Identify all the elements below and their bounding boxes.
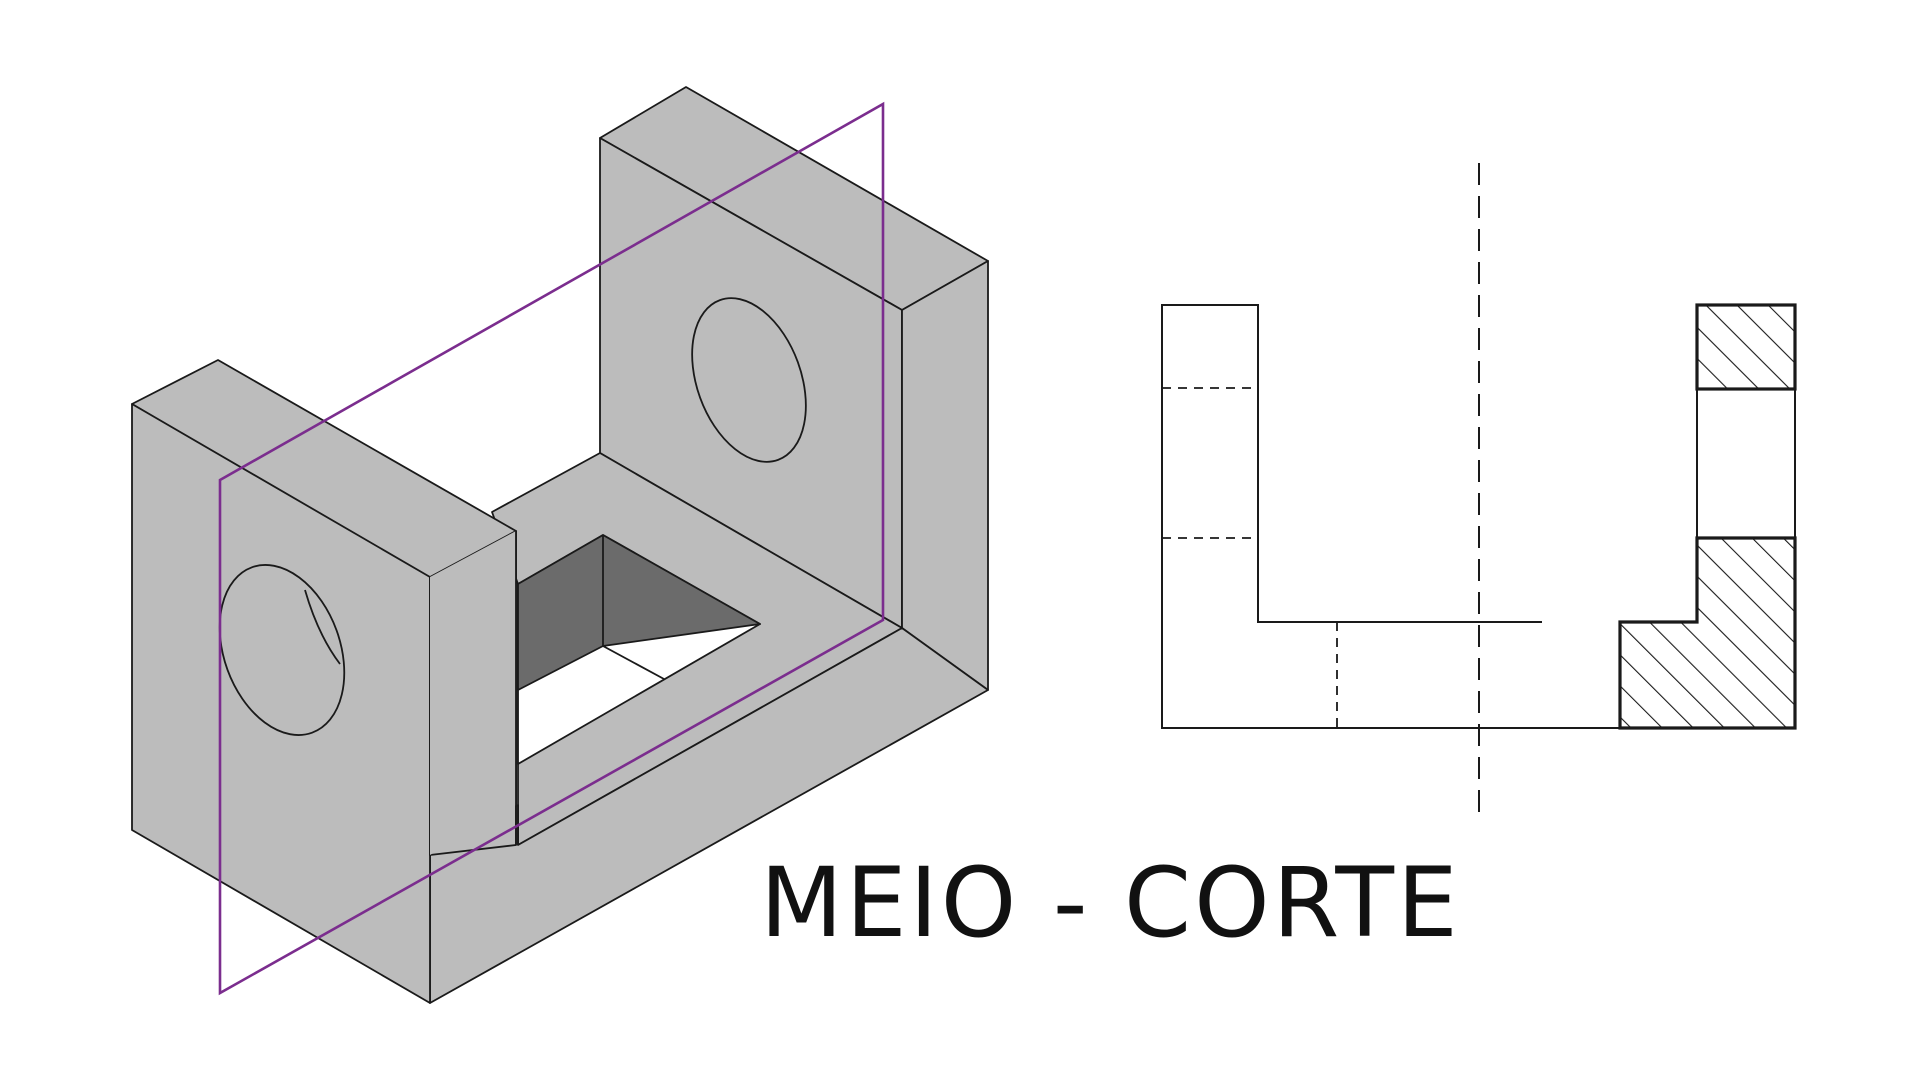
isometric-view <box>131 86 989 1004</box>
base-window-cavity <box>517 534 761 691</box>
back-wall-side <box>901 260 989 691</box>
front-wall-side-full <box>430 531 516 855</box>
section-lower-block-hatch <box>1618 536 1797 730</box>
section-upper-block-hatch <box>1695 303 1797 391</box>
diagram-caption: MEIO - CORTE <box>760 847 1461 959</box>
front-wall-hole-inner-edge <box>304 589 341 665</box>
back-wall-hole <box>691 297 807 463</box>
hidden-lines <box>1162 387 1338 728</box>
base-window-inner-edge <box>602 535 665 680</box>
front-wall-hole <box>218 564 346 736</box>
section-hole-edges <box>1696 389 1796 538</box>
section-left-outline <box>1161 304 1620 729</box>
cutting-plane <box>218 101 885 996</box>
section-view <box>1161 163 1797 823</box>
